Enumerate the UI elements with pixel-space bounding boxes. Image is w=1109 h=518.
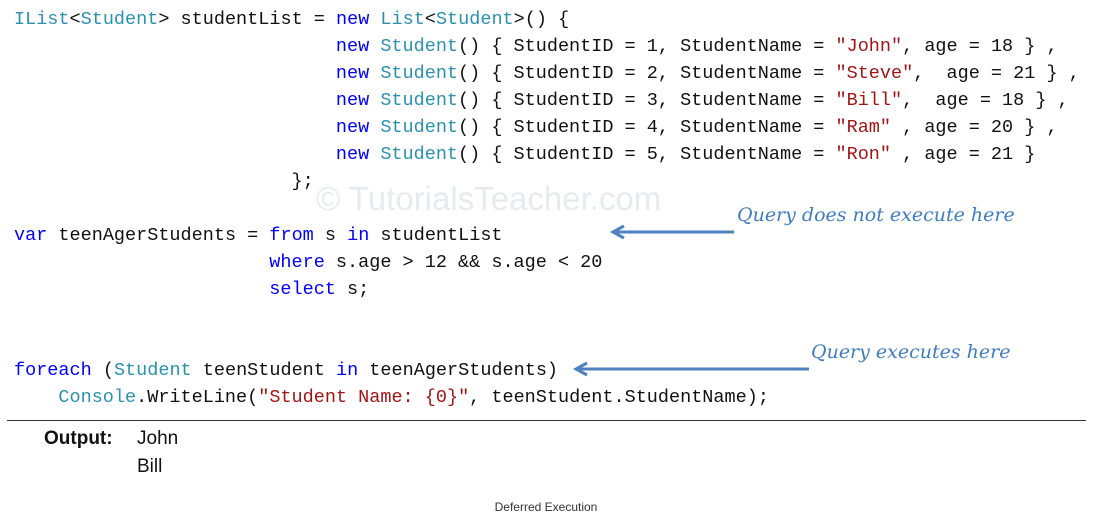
code-keyword: new (335, 144, 370, 165)
code-type: Student (380, 117, 459, 138)
code-type: Console (58, 387, 137, 408)
code-text: , age = 21 } , (913, 63, 1080, 84)
code-text: () { StudentID = 4, StudentName = (458, 117, 836, 138)
code-text: studentList (369, 225, 503, 246)
code-type: Student (380, 63, 459, 84)
code-text: , teenStudent.StudentName); (469, 387, 769, 408)
code-text: teenAgerStudents = (47, 225, 270, 246)
code-line: Console.WriteLine("Student Name: {0}", t… (58, 384, 769, 411)
code-text: < (424, 9, 436, 30)
code-text: }; (291, 171, 314, 192)
code-string: "Bill" (835, 90, 903, 111)
code-type: Student (380, 90, 459, 111)
code-text (369, 36, 380, 57)
code-keyword: new (335, 9, 370, 30)
code-keyword: in (335, 360, 359, 381)
code-line: new Student() { StudentID = 2, StudentNa… (336, 60, 1080, 87)
code-text: s.age > 12 && s.age < 20 (324, 252, 603, 273)
figure-caption: Deferred Execution (494, 500, 598, 514)
output-value: John (137, 428, 179, 449)
code-line: IList<Student> studentList = new List<St… (14, 6, 569, 33)
code-line: where s.age > 12 && s.age < 20 (269, 249, 602, 276)
code-keyword: select (269, 279, 336, 300)
code-text: , age = 18 } , (902, 90, 1069, 111)
code-text: ( (91, 360, 114, 381)
code-text: , age = 20 } , (891, 117, 1058, 138)
code-text (369, 9, 380, 30)
code-line: var teenAgerStudents = from s in student… (14, 222, 503, 249)
code-text (369, 144, 380, 165)
output-value: Bill (137, 456, 163, 477)
code-string: "Steve" (835, 63, 914, 84)
code-keyword: new (335, 36, 370, 57)
code-line: }; (292, 168, 314, 195)
code-text: >() { (513, 9, 570, 30)
code-keyword: in (347, 225, 370, 246)
code-text: () { StudentID = 3, StudentName = (458, 90, 836, 111)
divider (7, 420, 1086, 421)
code-text: > studentList = (158, 9, 336, 30)
arrow-left-icon (572, 361, 809, 377)
annotation-query-executes: Query executes here (811, 341, 1011, 363)
watermark: © TutorialsTeacher.com (316, 180, 662, 217)
code-text (369, 90, 380, 111)
code-text: .WriteLine( (136, 387, 259, 408)
code-type: Student (380, 144, 459, 165)
code-type: IList (14, 9, 70, 30)
code-type: Student (80, 9, 159, 30)
code-string: "Ron" (835, 144, 892, 165)
code-text: , age = 18 } , (902, 36, 1058, 57)
code-text: teenAgerStudents) (358, 360, 559, 381)
code-keyword: new (335, 117, 370, 138)
code-text: teenStudent (191, 360, 336, 381)
output-label: Output: (44, 428, 113, 449)
code-text (369, 117, 380, 138)
code-text (369, 63, 380, 84)
code-type: List (380, 9, 425, 30)
code-type: Student (435, 9, 514, 30)
code-text: < (69, 9, 81, 30)
code-line: new Student() { StudentID = 1, StudentNa… (336, 33, 1058, 60)
code-line: foreach (Student teenStudent in teenAger… (14, 357, 558, 384)
code-line: new Student() { StudentID = 4, StudentNa… (336, 114, 1058, 141)
arrow-left-icon (609, 224, 734, 240)
code-string: "Student Name: {0}" (258, 387, 470, 408)
code-text: s; (335, 279, 370, 300)
code-keyword: where (269, 252, 325, 273)
code-string: "John" (835, 36, 903, 57)
code-line: new Student() { StudentID = 5, StudentNa… (336, 141, 1035, 168)
code-keyword: foreach (14, 360, 92, 381)
code-text: () { StudentID = 1, StudentName = (458, 36, 836, 57)
code-text: () { StudentID = 5, StudentName = (458, 144, 836, 165)
code-type: Student (380, 36, 459, 57)
code-line: select s; (269, 276, 369, 303)
code-keyword: var (14, 225, 48, 246)
code-keyword: from (269, 225, 314, 246)
annotation-query-not-executed: Query does not execute here (737, 204, 1015, 226)
code-line: new Student() { StudentID = 3, StudentNa… (336, 87, 1069, 114)
code-string: "Ram" (835, 117, 892, 138)
code-text: s (313, 225, 348, 246)
code-text: , age = 21 } (891, 144, 1036, 165)
code-text: () { StudentID = 2, StudentName = (458, 63, 836, 84)
code-keyword: new (335, 63, 370, 84)
code-type: Student (113, 360, 192, 381)
code-keyword: new (335, 90, 370, 111)
